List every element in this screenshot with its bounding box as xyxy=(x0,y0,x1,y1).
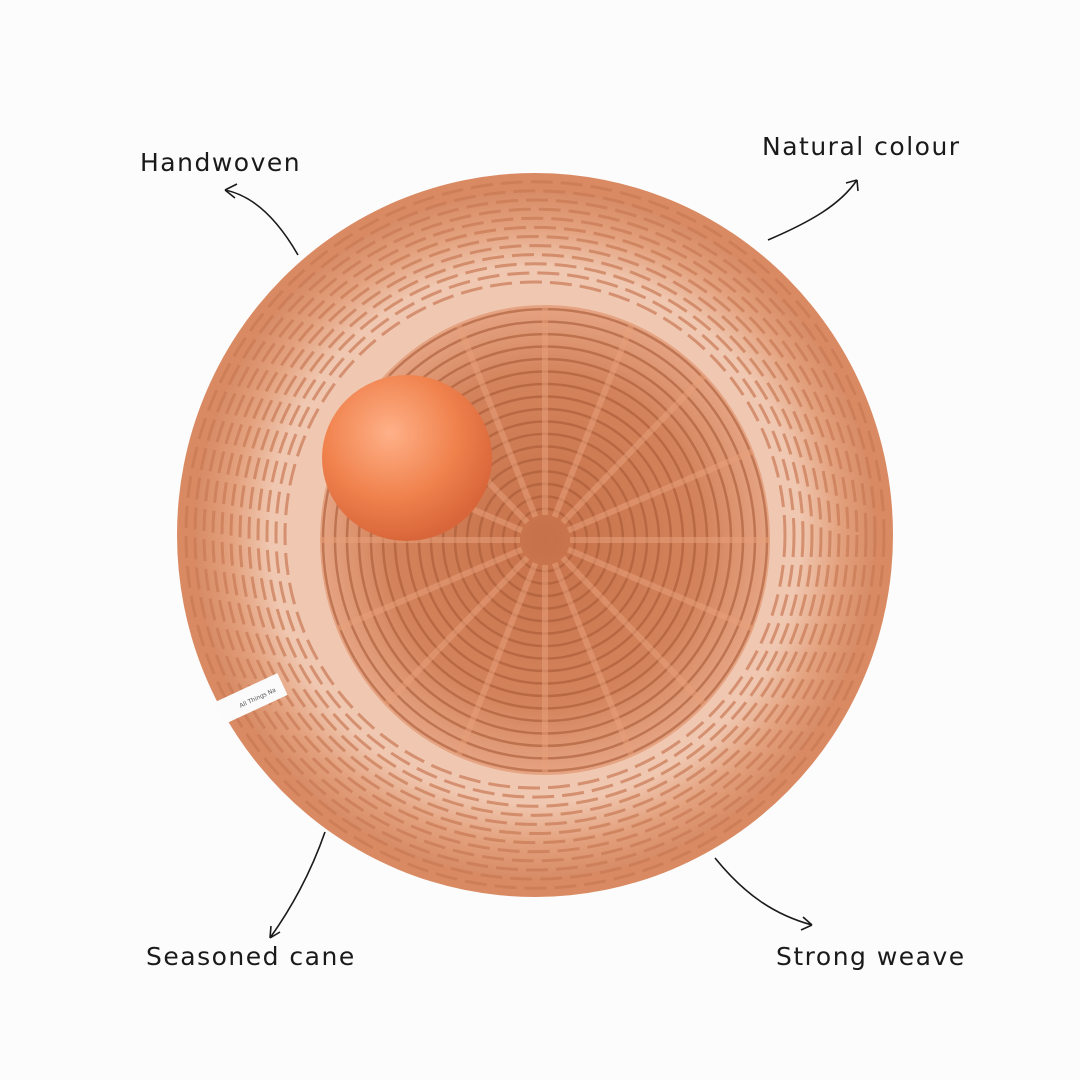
rim-strand xyxy=(193,189,877,881)
basket xyxy=(177,173,893,897)
base-spoke xyxy=(383,555,530,707)
rim-strand xyxy=(238,234,832,836)
rim-strand xyxy=(202,198,868,872)
rim-strand xyxy=(220,216,850,854)
rim-strand xyxy=(247,244,823,826)
annotation-strong-weave: Strong weave xyxy=(776,942,966,971)
rim-strand xyxy=(274,271,796,799)
annotation-handwoven: Handwoven xyxy=(140,148,302,177)
base-spoke xyxy=(456,561,539,756)
base-spoke xyxy=(566,546,755,632)
annotation-arrows xyxy=(224,179,859,939)
rim-strand xyxy=(265,262,805,808)
base-spoke xyxy=(551,324,634,519)
base-spoke xyxy=(560,555,707,707)
annotation-seasoned-cane: Seasoned cane xyxy=(146,942,356,971)
rim-strand xyxy=(211,207,859,863)
arrow-strong-weave xyxy=(714,857,813,931)
brand-tag: All Things Na xyxy=(213,673,288,725)
base-spoke xyxy=(335,546,524,632)
rim-strand xyxy=(256,253,814,817)
rim-strand xyxy=(229,225,841,845)
annotation-natural-colour: Natural colour xyxy=(762,132,961,161)
orange xyxy=(322,375,492,541)
base-spoke xyxy=(566,448,755,534)
base-spoke xyxy=(456,324,539,519)
arrow-handwoven xyxy=(224,183,299,256)
arrow-seasoned-cane xyxy=(269,831,326,939)
base-spoke xyxy=(560,373,707,525)
rim-strand xyxy=(283,280,787,790)
arrow-natural-colour xyxy=(767,179,859,241)
rim-strand xyxy=(184,180,886,890)
base-spoke xyxy=(551,561,634,756)
